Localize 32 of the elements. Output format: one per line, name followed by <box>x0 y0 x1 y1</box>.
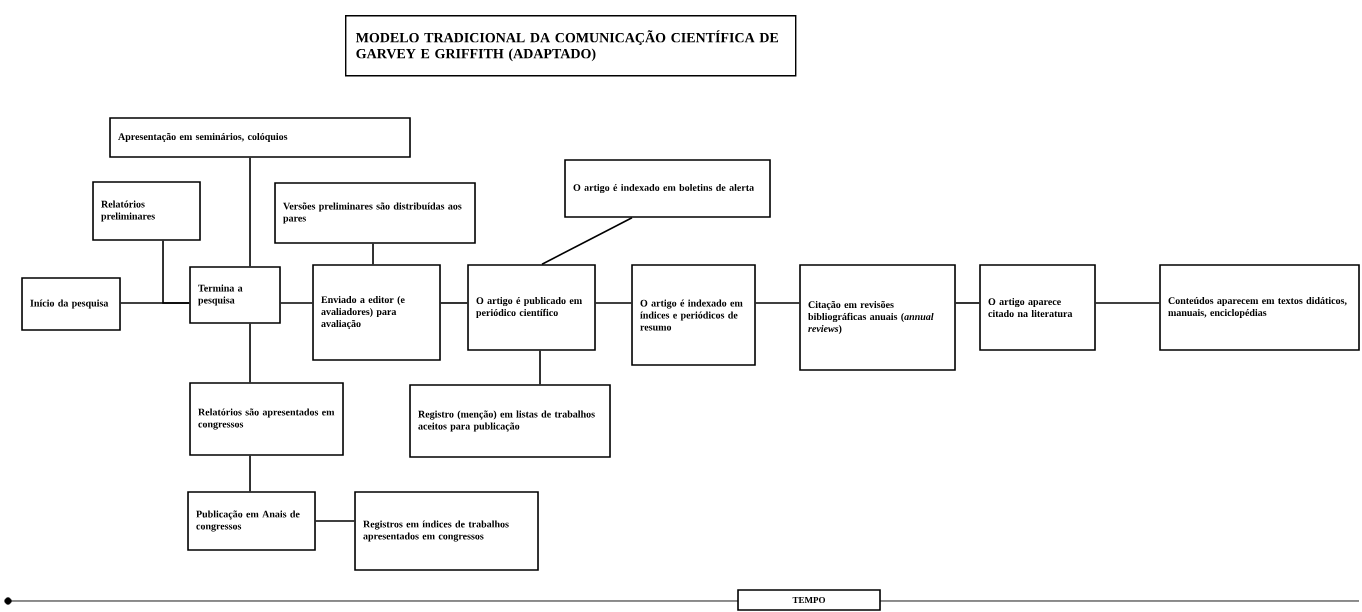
title-box: MODELO TRADICIONAL DA COMUNICAÇÃO CIENTÍFICA DE GARVEY E GRIFFITH (ADAPTADO) <box>345 15 797 77</box>
connector-line <box>280 302 313 304</box>
connector-line <box>249 323 251 383</box>
process-box: Relatórios são apresentados em congressos <box>189 382 344 456</box>
process-box: Enviado a editor (e avaliadores) para avaliação <box>312 264 441 361</box>
connector-line <box>595 302 632 304</box>
connector-line <box>372 243 374 265</box>
connector-line <box>755 302 800 304</box>
connector-line <box>162 240 190 304</box>
process-box: O artigo é indexado em índices e periódicos de resumo <box>631 264 756 366</box>
process-box: Relatórios preliminares <box>92 181 201 241</box>
process-box: Conteúdos aparecem em textos didáticos, manuais, enciclopédias <box>1159 264 1360 351</box>
time-label-box: TEMPO <box>737 589 881 611</box>
process-box: Início da pesquisa <box>21 277 121 331</box>
connector-line <box>955 302 980 304</box>
process-box: O artigo é publicado em periódico científico <box>467 264 596 351</box>
process-box: Publicação em Anais de congressos <box>187 491 316 551</box>
process-box: O artigo é indexado em boletins de alerta <box>564 159 771 218</box>
connector-line <box>249 455 251 492</box>
process-box: O artigo aparece citado na literatura <box>979 264 1096 351</box>
connector-line <box>249 157 251 267</box>
connector-line <box>440 302 468 304</box>
process-box: Citação em revisões bibliográficas anuais (annual reviews) <box>799 264 956 371</box>
connector-line <box>539 350 541 385</box>
process-box: Termina a pesquisa <box>189 266 281 324</box>
process-box: Apresentação em seminários, colóquios <box>109 117 411 158</box>
connector-line <box>1095 302 1160 304</box>
connector-line <box>541 217 633 265</box>
process-box: Registros em índices de trabalhos apresentados em congressos <box>354 491 539 571</box>
process-box: Registro (menção) em listas de trabalhos aceitos para publicação <box>409 384 611 458</box>
process-box: Versões preliminares são distribuídas aos pares <box>274 182 476 244</box>
connector-line <box>315 520 355 522</box>
